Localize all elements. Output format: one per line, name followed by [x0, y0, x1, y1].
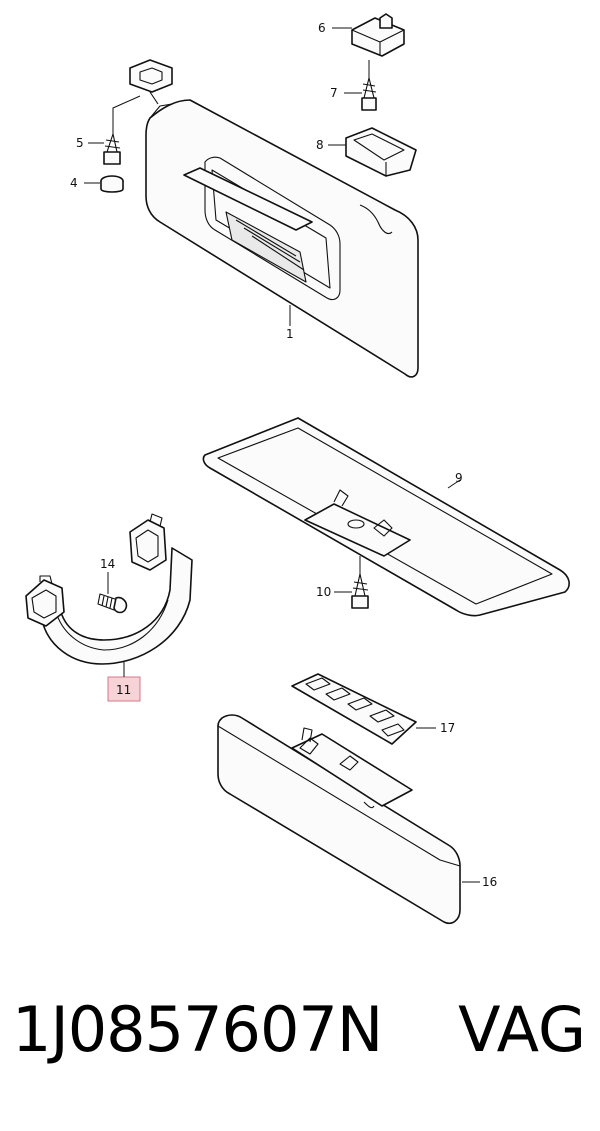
clip-6 — [351, 13, 405, 57]
callout-16: 16 — [482, 875, 497, 889]
callout-1: 1 — [286, 327, 294, 341]
sun-visor — [129, 59, 419, 378]
screw-5 — [103, 95, 141, 165]
mounting-plate — [291, 673, 417, 745]
callout-7: 7 — [330, 86, 338, 100]
callout-14: 14 — [100, 557, 115, 571]
part-number: 1J0857607N — [12, 993, 383, 1066]
caption-bar: 1J0857607N VAG — [0, 975, 600, 1085]
brand-label: VAG — [458, 993, 586, 1066]
grab-handle — [25, 513, 193, 665]
screw-7 — [361, 60, 377, 111]
callout-5: 5 — [76, 136, 84, 150]
callout-4: 4 — [70, 176, 78, 190]
callout-10: 10 — [316, 585, 331, 599]
holder-8 — [345, 127, 417, 177]
parts-diagram: 1 4 5 6 7 8 — [25, 13, 570, 925]
callout-9: 9 — [455, 471, 463, 485]
visor-panel — [202, 417, 570, 617]
screw-14 — [97, 593, 128, 614]
callout-6: 6 — [318, 21, 326, 35]
washer — [100, 175, 124, 193]
callout-17: 17 — [440, 721, 455, 735]
callout-11: 11 — [116, 683, 131, 697]
screw-10 — [351, 556, 369, 609]
callout-11-highlight — [107, 676, 141, 702]
callout-8: 8 — [316, 138, 324, 152]
storage-panel — [217, 714, 461, 925]
